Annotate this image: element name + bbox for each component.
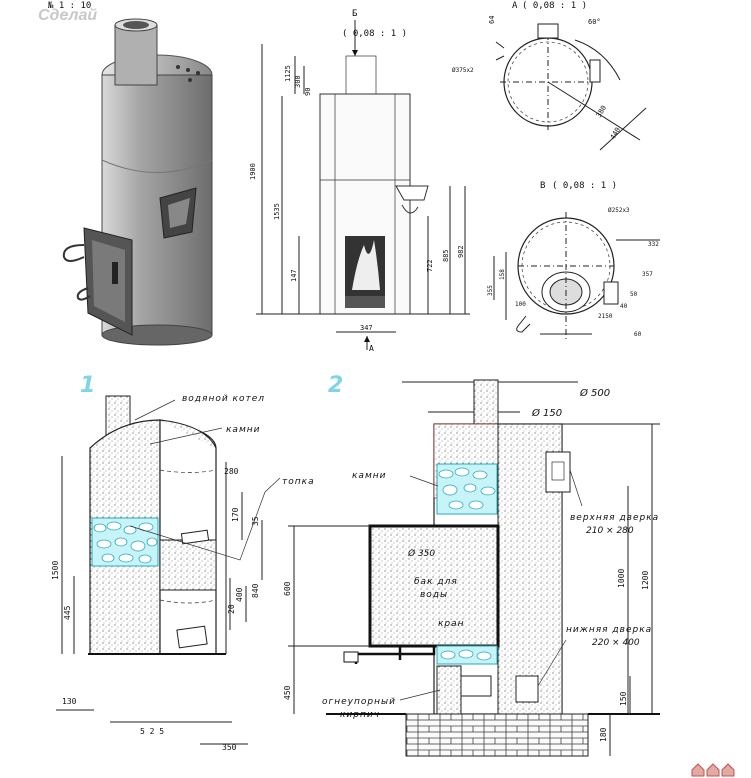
dim-90: 90: [304, 88, 312, 96]
dim-147: 147: [290, 269, 298, 282]
site-watermark: № 1 : 10 Сделай: [38, 1, 97, 24]
section-2-number: 2: [328, 373, 343, 398]
view-v-scale: ( 0,08 : 1 ): [552, 181, 617, 191]
upper-door: [545, 451, 571, 493]
dim-1535: 1535: [273, 203, 281, 220]
dim-885: 885: [442, 249, 450, 262]
label-firebrick-1: огнеупорный: [322, 697, 396, 707]
sec1-dim-400: 400: [235, 587, 244, 602]
label-tap: кран: [438, 619, 465, 629]
view-b-letter: Б: [352, 9, 357, 19]
stove-3d-render: [62, 18, 213, 346]
dim-347: 347: [360, 324, 373, 332]
sec2-label-stones: камни: [352, 471, 386, 481]
dim-982: 982: [457, 245, 465, 258]
label-upper-door: верхняя дверка: [570, 513, 659, 523]
dim-332: 332: [648, 241, 659, 248]
watermark-text: Сделай: [38, 7, 97, 24]
dim-380: 380: [595, 104, 608, 119]
label-lower-door: нижняя дверка: [566, 625, 652, 635]
dim-dia-252: Ø252х3: [608, 207, 630, 214]
dim-1900: 1900: [249, 163, 257, 180]
dim-1125: 1125: [284, 65, 292, 82]
tank-label-line2: воды: [420, 590, 448, 600]
tank-diameter: Ø 350: [407, 548, 435, 559]
sec1-dim-35: 35: [251, 516, 260, 526]
dim-158: 158: [499, 269, 506, 280]
section-1-drawing: 1 1500 445: [51, 373, 315, 752]
section-2-drawing: 2 Ø 350 бак для воды кран: [283, 373, 660, 757]
dim-40: 40: [620, 303, 628, 310]
label-upper-door-size: 210 × 280: [586, 526, 634, 536]
sec1-dim-170: 170: [231, 507, 240, 522]
sec1-dim-1500: 1500: [51, 561, 60, 580]
view-a-scale: ( 0,08 : 1 ): [522, 1, 587, 11]
dim-440: 440: [609, 126, 622, 141]
sec1-dim-20: 20: [227, 604, 236, 614]
plan-view-a: А ( 0,08 : 1 ) 60° Ø375х2 440 380 64: [452, 1, 647, 151]
sec1-dim-350: 350: [222, 743, 237, 752]
dim-300: 300: [294, 75, 302, 88]
view-arrow-a-label: А: [369, 344, 374, 353]
dim-100: 100: [515, 301, 526, 308]
sec1-label-stones: камни: [226, 425, 260, 435]
sec2-dim-450: 450: [283, 685, 292, 700]
dim-2150: 2150: [598, 313, 613, 320]
dim-angle-60: 60°: [588, 18, 601, 26]
view-a-letter: А: [512, 1, 518, 11]
foundation-bricks: [405, 713, 589, 757]
front-elevation-view: Б ( 0,08 : 1 ) 1900 1535 1125 300 90 147…: [249, 9, 470, 353]
dim-722: 722: [426, 259, 434, 272]
dim-355: 355: [487, 285, 494, 296]
dim-50: 50: [630, 291, 638, 298]
dim-pipe-500: Ø 500: [579, 387, 610, 399]
dim-dia-375: Ø375х2: [452, 67, 474, 74]
dim-pipe-150: Ø 150: [531, 407, 562, 419]
plan-view-b: В ( 0,08 : 1 ) Ø252х3 332 357 355 158 21…: [487, 181, 660, 340]
dim-357: 357: [642, 271, 653, 278]
watermark-prefix: № 1 : 10: [47, 1, 91, 11]
sec1-dim-525: 5 2 5: [140, 727, 164, 736]
dim-60: 60: [634, 331, 642, 338]
tank-label-line1: бак для: [414, 577, 458, 587]
sec2-dim-1000: 1000: [617, 569, 626, 588]
site-logo-icons: [691, 763, 735, 777]
sec2-dim-1200: 1200: [641, 571, 650, 590]
sec1-dim-840: 840: [251, 583, 260, 598]
chimney-outline: [345, 55, 377, 95]
view-v-letter: В: [540, 181, 545, 191]
sec1-dim-445: 445: [63, 605, 72, 620]
label-water-boiler: водяной котел: [182, 394, 265, 404]
upper-hatch: [395, 185, 429, 201]
sec2-dim-150: 150: [619, 691, 628, 706]
sec1-dim-130: 130: [62, 697, 77, 706]
lower-door: [515, 675, 539, 703]
view-b-scale: ( 0,08 : 1 ): [342, 29, 407, 39]
section-1-number: 1: [80, 373, 95, 398]
label-firebrick-2: кирпич: [340, 710, 380, 720]
sec2-dim-600: 600: [283, 581, 292, 596]
sec2-dim-180: 180: [599, 727, 608, 742]
label-firebox: топка: [282, 477, 315, 487]
water-tank: [368, 524, 500, 648]
sec1-dim-280: 280: [224, 467, 239, 476]
dim-64: 64: [488, 16, 496, 24]
label-lower-door-size: 220 × 400: [592, 638, 640, 648]
